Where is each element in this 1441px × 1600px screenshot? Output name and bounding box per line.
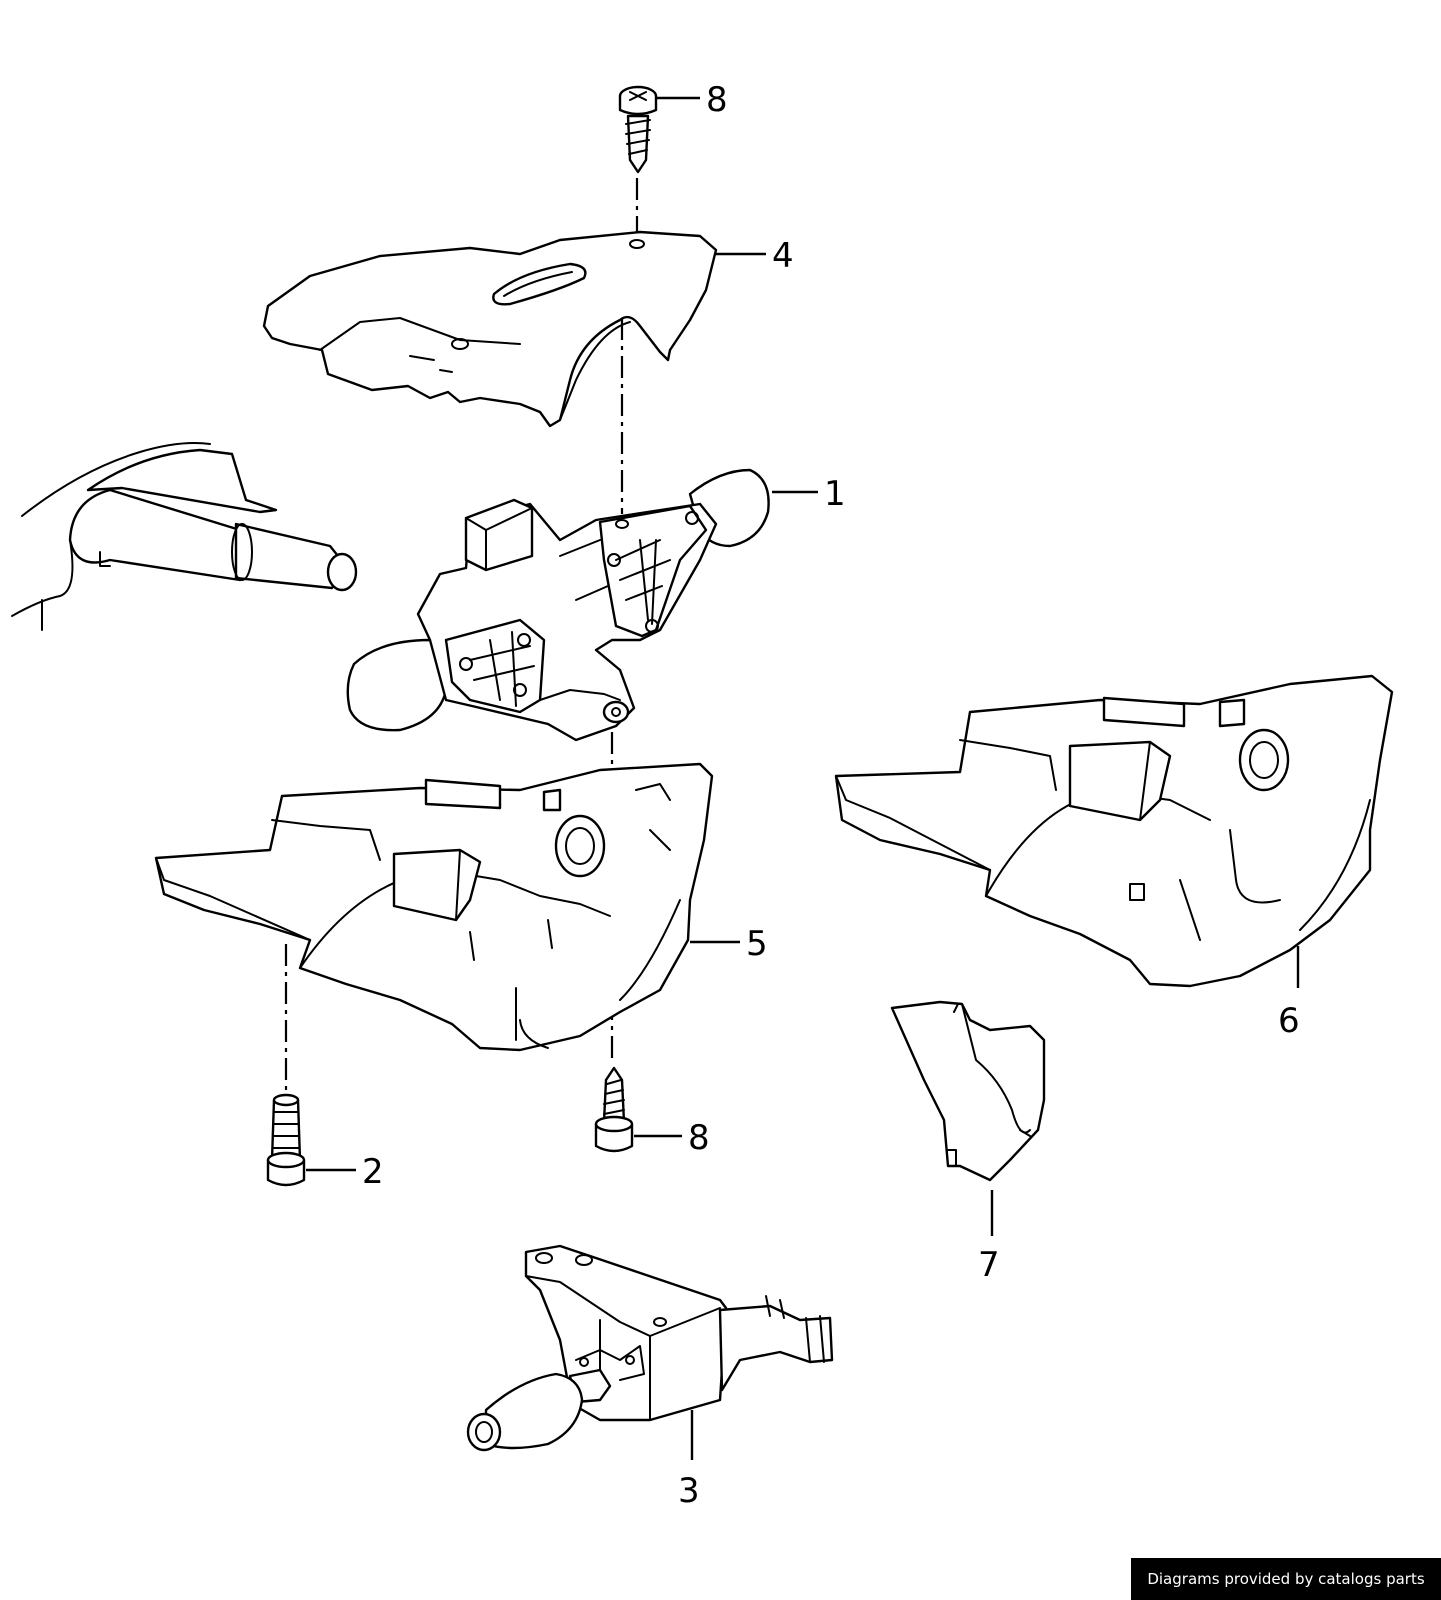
callout-4: 4 (772, 236, 794, 276)
screw-top[interactable] (618, 85, 658, 174)
callout-8-bottom: 8 (688, 1118, 710, 1158)
cover-piece[interactable] (890, 1000, 1046, 1182)
callout-7: 7 (978, 1245, 1000, 1285)
callout-1: 1 (824, 474, 846, 514)
credit-badge: Diagrams provided by catalogs parts (1131, 1558, 1441, 1600)
combination-switch[interactable] (346, 468, 770, 742)
callout-2: 2 (362, 1152, 384, 1192)
lower-column-trim-alt[interactable] (834, 674, 1394, 988)
callout-3: 3 (678, 1471, 700, 1511)
callout-6: 6 (1278, 1001, 1300, 1041)
cruise-control-switch[interactable] (466, 1244, 834, 1452)
lower-column-trim[interactable] (154, 762, 714, 1052)
steering-column-shaft (11, 442, 358, 631)
callout-8-top: 8 (706, 80, 728, 120)
bolt[interactable] (266, 1093, 306, 1187)
callout-5: 5 (746, 924, 768, 964)
upper-column-trim[interactable] (262, 230, 718, 428)
screw-bottom[interactable] (594, 1066, 634, 1153)
